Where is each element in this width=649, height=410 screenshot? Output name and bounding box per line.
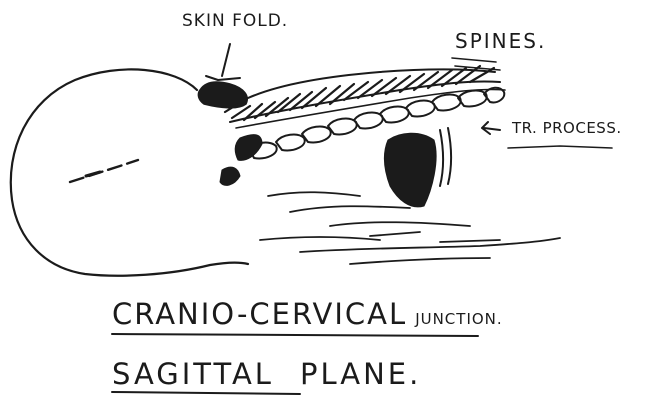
transverse-process-label: Tr. Process. — [512, 121, 622, 136]
column-shadow — [235, 133, 436, 207]
spines-label: Spines. — [455, 31, 546, 51]
title-line1-small: Junction. — [415, 310, 502, 328]
title-line2: Sagittal Plane. — [112, 360, 421, 389]
skin-fold-shape — [198, 82, 247, 108]
tr-process-pointer — [482, 122, 500, 134]
skin-fold-label: Skin Fold. — [182, 13, 288, 30]
title-line2-word1: Sagittal — [112, 357, 274, 391]
skin-fold-pointer — [222, 44, 230, 76]
title-line1-main: Cranio-Cervical — [112, 297, 407, 331]
skull-midline-stroke — [70, 160, 138, 182]
title-line2-underline — [112, 392, 300, 394]
title-line1-underline — [112, 334, 478, 336]
title-line1: Cranio-Cervical Junction. — [112, 300, 503, 329]
title-line2-word2: Plane. — [300, 357, 421, 391]
spinous-processes — [225, 66, 505, 128]
